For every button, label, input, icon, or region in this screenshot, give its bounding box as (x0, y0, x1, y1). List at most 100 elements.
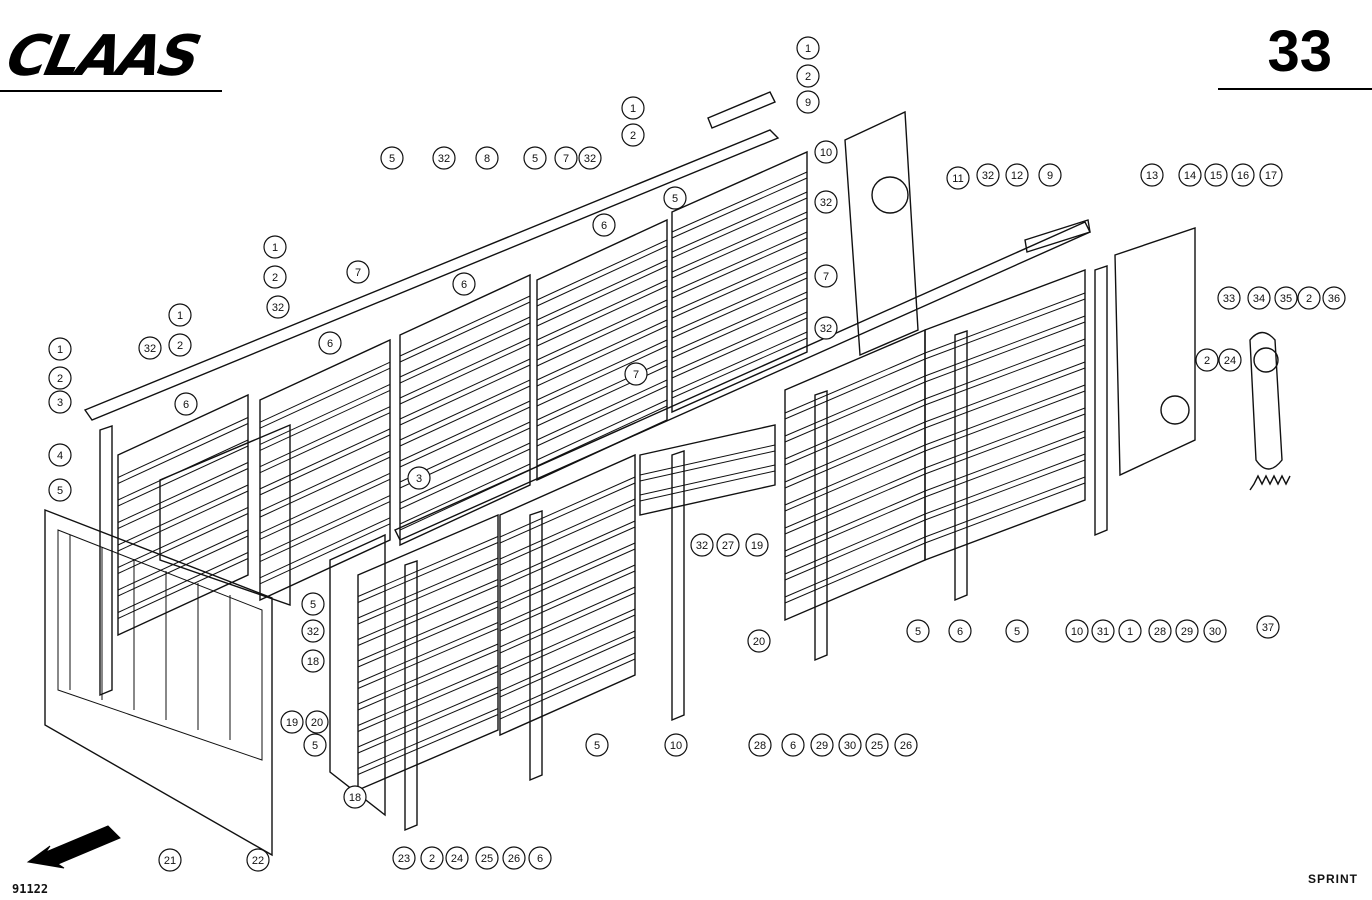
callout-number: 18 (307, 656, 319, 668)
upright-post (954, 330, 968, 602)
callout: 5 (585, 733, 609, 757)
louvred-panel-a-slat (117, 529, 249, 597)
callout: 15 (1204, 163, 1228, 187)
callout-circle (1175, 619, 1199, 643)
callout-number: 15 (1210, 170, 1222, 182)
louvred-panel-i-slat (784, 513, 926, 581)
model-name: SPRINT (1307, 872, 1358, 886)
callout-number: 13 (1146, 170, 1158, 182)
callout: 7 (554, 146, 578, 170)
callout-number: 7 (563, 153, 569, 165)
upright-post (671, 450, 685, 722)
callout: 26 (894, 733, 918, 757)
callout-circle (585, 733, 609, 757)
louvred-panel-h-slat (639, 444, 776, 482)
callout-circle (305, 710, 329, 734)
header-rule-left (0, 90, 222, 92)
callout-number: 2 (177, 340, 183, 352)
louvred-panel-d-slat (536, 399, 668, 467)
callout-circle (814, 140, 838, 164)
callout-circle (168, 333, 192, 357)
louvred-panel-f (357, 513, 499, 792)
callout: 30 (838, 733, 862, 757)
callout-circle (318, 331, 342, 355)
callout-number: 6 (327, 338, 333, 350)
page-number: 33 (1267, 19, 1332, 84)
callout-number: 32 (307, 626, 319, 638)
callout-circle (407, 466, 431, 490)
callout-circle (48, 443, 72, 467)
callout: 6 (592, 213, 616, 237)
callout-number: 4 (57, 450, 63, 462)
louvred-panel-e-slat (671, 311, 808, 379)
callout-number: 2 (1204, 355, 1210, 367)
front-frame-inner (57, 529, 263, 761)
strap-right (1024, 219, 1091, 253)
callout-circle (1274, 286, 1298, 310)
callout-number: 33 (1223, 293, 1235, 305)
callout: 6 (948, 619, 972, 643)
callout-circle (1259, 163, 1283, 187)
louvred-panel-d-slat (536, 279, 668, 347)
callout: 18 (343, 785, 367, 809)
callout: 33 (1217, 286, 1241, 310)
callout: 30 (1203, 619, 1227, 643)
sheet-panel-a (159, 423, 291, 606)
side-plate-right (1114, 227, 1196, 477)
callout-circle (432, 146, 456, 170)
callout-circle (1256, 615, 1280, 639)
callout-circle (592, 213, 616, 237)
callout: 8 (475, 146, 499, 170)
callout: 9 (1038, 163, 1062, 187)
callout-number: 10 (670, 740, 682, 752)
callout-number: 7 (355, 267, 361, 279)
callout-number: 1 (805, 43, 811, 55)
callout-number: 8 (484, 153, 490, 165)
louvred-panel-b (259, 338, 391, 602)
strap-top (707, 91, 776, 129)
louvred-panel-j (924, 268, 1086, 562)
callout-number: 25 (871, 740, 883, 752)
callout-circle (280, 710, 304, 734)
callout-circle (621, 123, 645, 147)
louvred-panel-f-slat (357, 665, 499, 732)
callout-number: 25 (481, 853, 493, 865)
callout-circle (1297, 286, 1321, 310)
callout-circle (263, 265, 287, 289)
callout: 25 (865, 733, 889, 757)
callout-circle (554, 146, 578, 170)
callout: 32 (266, 295, 290, 319)
louvred-panel-c-slat (399, 442, 531, 510)
callout-number: 32 (144, 343, 156, 355)
upright-post (529, 510, 543, 782)
louvred-panel-e-slat (671, 191, 808, 259)
louvred-panel-f-slat (357, 536, 499, 603)
callout: 2 (621, 123, 645, 147)
callout-circle (1118, 619, 1142, 643)
callout-circle (1005, 619, 1029, 643)
callout: 6 (174, 392, 198, 416)
callout-circle (810, 733, 834, 757)
callout-circle (346, 260, 370, 284)
louvred-panel-d-slat (536, 379, 668, 447)
louvred-panel-g-slat (499, 630, 636, 698)
callout-number: 2 (272, 272, 278, 284)
callout: 5 (301, 592, 325, 616)
callout-circle (168, 303, 192, 327)
louvred-panel-i-slat (784, 398, 926, 466)
callout-circle (976, 163, 1000, 187)
louvred-panel-g-slat (499, 520, 636, 588)
callout: 4 (48, 443, 72, 467)
callout-circle (246, 848, 270, 872)
callout-circle (838, 733, 862, 757)
callout-circle (781, 733, 805, 757)
callout: 11 (946, 166, 970, 190)
callout-number: 29 (816, 740, 828, 752)
louvred-panel-d-slat (536, 299, 668, 367)
callout-number: 27 (722, 540, 734, 552)
callout-circle (528, 846, 552, 870)
louvred-panel-e (671, 150, 808, 414)
callout-number: 28 (1154, 626, 1166, 638)
callout: 29 (1175, 619, 1199, 643)
